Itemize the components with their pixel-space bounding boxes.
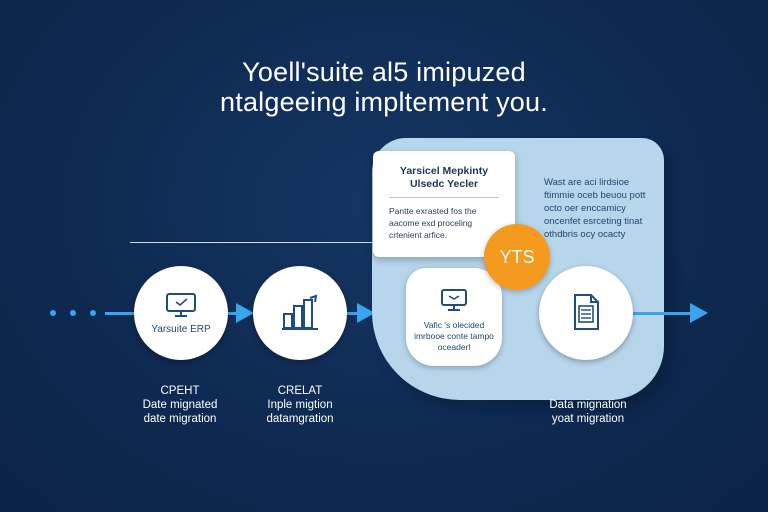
flow-connector — [105, 312, 141, 315]
monitor-icon — [134, 292, 228, 318]
step-4-node — [539, 266, 633, 360]
step-2-caption-line: Inple migtion — [267, 399, 333, 411]
card-title-line-2: Ulsedc Yecler — [409, 178, 479, 190]
headline-line-2: ntalgeeing impltement you. — [220, 87, 548, 117]
step-2-caption: CRELAT Inple migtion datamgration — [238, 384, 362, 426]
step-1-caption-line: CPEHT — [160, 385, 200, 397]
yts-badge: YTS — [484, 224, 550, 290]
step-4-caption: Data mignation yoat migration — [526, 398, 650, 426]
step-1-caption-line: date migration — [143, 413, 217, 425]
flow-connector — [630, 312, 692, 315]
step-2-node — [253, 266, 347, 360]
step-3-node: Vafic 's olecided imrbooe conte tampo oc… — [406, 268, 502, 366]
building-chart-icon — [253, 294, 347, 332]
step-4-caption-line: yoat migration — [551, 413, 625, 425]
flow-connector — [346, 312, 364, 315]
panel-text: Wast are aci lirdsioe ftimmie oceb beuou… — [544, 177, 646, 240]
headline-line-1: Yoell'suite al5 imipuzed — [242, 57, 526, 87]
flow-arrow-icon — [357, 303, 375, 323]
step-4-caption-line: Data mignation — [549, 399, 627, 411]
flow-arrow-icon — [236, 303, 254, 323]
flow-dot — [70, 310, 76, 316]
step-3-label: Vafic 's olecided imrbooe conte tampo oc… — [414, 320, 494, 352]
step-1-label: Yarsuite ERP — [151, 324, 211, 335]
step-2-caption-line: CRELAT — [277, 385, 323, 397]
flow-connector — [226, 312, 244, 315]
card-divider — [389, 197, 499, 198]
step-2-caption-line: datamgration — [266, 413, 334, 425]
flow-arrow-icon — [690, 303, 708, 323]
step-1-node: Yarsuite ERP — [134, 266, 228, 360]
flow-dot — [50, 310, 56, 316]
chat-monitor-icon — [406, 288, 502, 314]
card-body: Pantte exrasted fos the aacome exd proce… — [389, 206, 477, 240]
document-icon — [539, 292, 633, 332]
divider-line — [130, 242, 380, 243]
card-title: Yarsicel Mepkinty Ulsedc Yecler — [373, 165, 515, 191]
step-1-caption: CPEHT Date mignated date migration — [118, 384, 242, 426]
step-1-caption-line: Date mignated — [142, 399, 218, 411]
flow-dot — [90, 310, 96, 316]
card-title-line-1: Yarsicel Mepkinty — [399, 165, 489, 177]
